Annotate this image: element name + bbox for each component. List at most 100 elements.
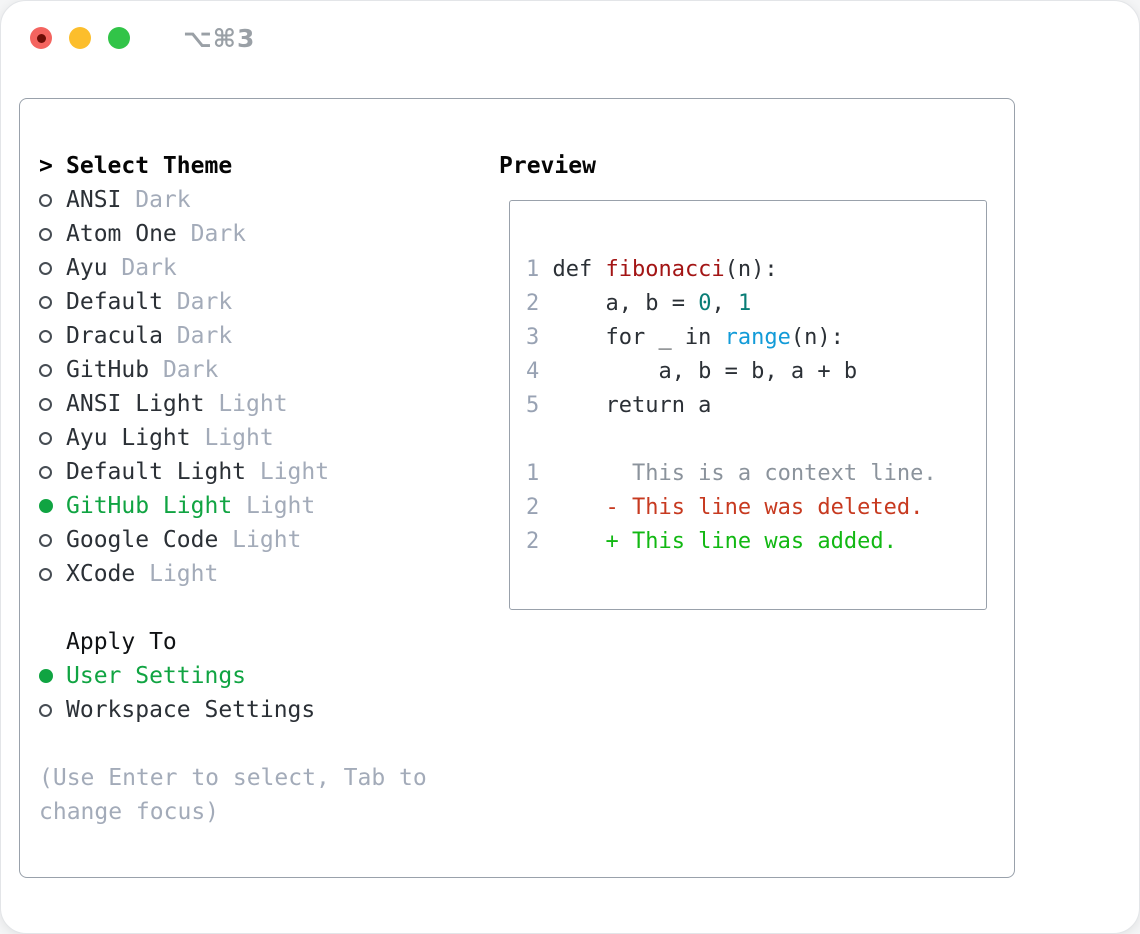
radio-cell <box>39 669 66 683</box>
apply-option[interactable]: User Settings <box>39 659 459 693</box>
line-number: 1 <box>526 461 540 486</box>
selection-cursor-cell: > <box>39 149 66 183</box>
line-number: 5 <box>526 393 540 418</box>
window-title: ⌥⌘3 <box>183 23 256 53</box>
theme-option[interactable]: Default Dark <box>39 285 459 319</box>
code-token-deleted: - This line was deleted. <box>552 495 924 520</box>
theme-name: Default Light <box>66 459 247 485</box>
theme-variant-tag: Light <box>204 425 274 451</box>
theme-name: XCode <box>66 561 136 587</box>
theme-variant-tag: Dark <box>121 255 177 281</box>
radio-cell <box>39 703 66 717</box>
minimize-button[interactable] <box>69 27 91 49</box>
spacer <box>39 591 459 625</box>
theme-name: ANSI Light <box>66 391 205 417</box>
radio-icon <box>39 193 52 207</box>
preview-code-line: 5 return a <box>526 389 986 423</box>
cursor-icon: > <box>39 153 53 179</box>
radio-icon <box>39 261 52 275</box>
theme-variant-tag: Light <box>149 561 219 587</box>
preview-code-line: 3 for _ in range(n): <box>526 321 986 355</box>
line-number: 3 <box>526 325 540 350</box>
radio-cell <box>39 329 66 343</box>
theme-variant-tag: Dark <box>190 221 247 247</box>
theme-variant-tag: Dark <box>176 289 233 315</box>
radio-cell <box>39 567 66 581</box>
theme-option[interactable]: Default Light Light <box>39 455 459 489</box>
apply-option[interactable]: Workspace Settings <box>39 693 459 727</box>
theme-menu-header: > Select Theme <box>39 149 459 183</box>
code-token-num: 0 <box>698 291 712 316</box>
preview-code-line: 4 a, b = b, a + b <box>526 355 986 389</box>
preview-title: Preview <box>499 153 596 179</box>
radio-icon <box>39 465 52 479</box>
radio-selected-icon <box>39 669 53 683</box>
unsaved-indicator-dot <box>36 33 46 43</box>
theme-menu-title: Select Theme <box>66 153 233 179</box>
preview-blank-line <box>526 559 986 593</box>
radio-icon <box>39 431 52 445</box>
theme-name: GitHub <box>66 357 150 383</box>
theme-variant-tag: Light <box>259 459 330 485</box>
theme-variant-tag: Light <box>218 391 288 417</box>
radio-cell <box>39 295 66 309</box>
preview-blank-line <box>526 219 986 253</box>
radio-cell <box>39 431 66 445</box>
line-number: 2 <box>526 495 540 520</box>
theme-name: Atom One <box>66 221 177 247</box>
theme-option[interactable]: Atom One Dark <box>39 217 459 251</box>
theme-name: ANSI <box>66 187 122 213</box>
preview-code-line: 2 a, b = 0, 1 <box>526 287 986 321</box>
radio-cell <box>39 363 66 377</box>
theme-variant-tag: Dark <box>135 187 191 213</box>
line-number: 2 <box>526 291 540 316</box>
line-number: 1 <box>526 257 540 282</box>
radio-cell <box>39 261 66 275</box>
theme-option[interactable]: GitHub Dark <box>39 353 459 387</box>
preview-diff-line: 2 + This line was added. <box>526 525 986 559</box>
titlebar: ⌥⌘3 <box>1 1 1139 75</box>
theme-option[interactable]: Ayu Dark <box>39 251 459 285</box>
theme-variant-tag: Dark <box>162 357 219 383</box>
theme-name: Google Code <box>66 527 219 553</box>
keyboard-hint: (Use Enter to select, Tab to change focu… <box>39 765 427 825</box>
radio-icon <box>39 533 52 547</box>
theme-name: Ayu Light <box>66 425 191 451</box>
theme-name: Default <box>66 289 163 315</box>
theme-option[interactable]: ANSI Dark <box>39 183 459 217</box>
line-number: 2 <box>526 529 540 554</box>
radio-icon <box>39 567 52 581</box>
code-token-num: 1 <box>737 291 752 316</box>
radio-icon <box>39 397 52 411</box>
theme-option[interactable]: ANSI Light Light <box>39 387 459 421</box>
zoom-button[interactable] <box>108 27 130 49</box>
apply-to-header: Apply To <box>39 625 459 659</box>
theme-name: GitHub Light <box>66 493 233 519</box>
radio-selected-icon <box>39 499 53 513</box>
radio-cell <box>39 533 66 547</box>
radio-cell <box>39 193 66 207</box>
code-token-text: , <box>711 291 738 316</box>
radio-icon <box>39 227 52 241</box>
theme-name: Ayu <box>66 255 108 281</box>
preview-diff-line: 1 This is a context line. <box>526 457 986 491</box>
radio-icon <box>39 703 52 717</box>
preview-blank-line <box>526 423 986 457</box>
radio-cell <box>39 465 66 479</box>
close-button[interactable] <box>30 27 52 49</box>
code-token-added: + This line was added. <box>552 529 897 554</box>
radio-cell <box>39 499 66 513</box>
code-token-text: (n): <box>790 325 844 350</box>
theme-option[interactable]: Ayu Light Light <box>39 421 459 455</box>
traffic-lights <box>30 27 147 49</box>
code-token-text: for _ in <box>552 325 725 350</box>
theme-option[interactable]: XCode Light <box>39 557 459 591</box>
line-number: 4 <box>526 359 540 384</box>
